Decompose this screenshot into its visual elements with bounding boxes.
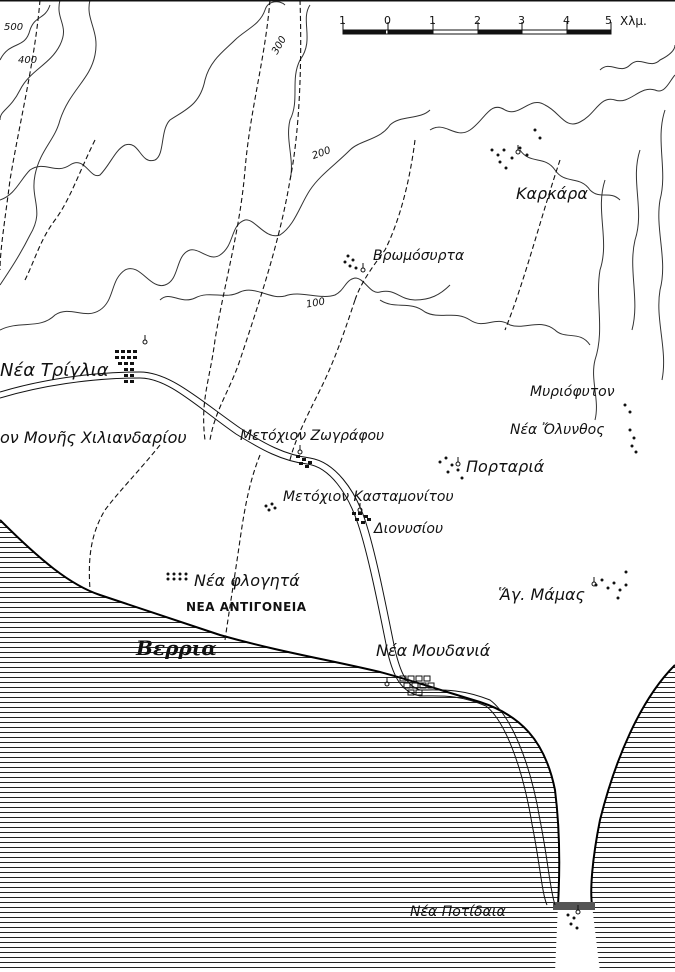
- contour-label-400: 400: [18, 55, 38, 66]
- label-myriofyton: Μυριόφυτον: [530, 384, 615, 400]
- scale-tick-label: 0: [384, 14, 391, 27]
- label-nea-moudania: Νέα Μουδανιά: [376, 641, 491, 660]
- tracks: [0, 0, 561, 641]
- coastline-east: [590, 664, 675, 906]
- label-nea-triglia: Νέα Τρίγλια: [0, 360, 109, 381]
- contours: [0, 0, 675, 421]
- scale-tick-label: 5: [605, 14, 612, 27]
- label-vromosyrta: Βρωμόσυρτα: [373, 248, 465, 264]
- scale-bar: [0, 0, 675, 35]
- village-moudania: [399, 675, 435, 696]
- village-kastamonitou: [352, 512, 371, 524]
- villages: [115, 128, 638, 930]
- scale-unit: Χλμ.: [620, 14, 647, 28]
- scale-tick-label: 4: [563, 14, 570, 27]
- label-ag-mamas: Ἅγ. Μάμας: [498, 585, 585, 604]
- label-metochion-kastamonitou: Μετόχιον Κασταμονίτου: [283, 489, 454, 505]
- label-dionysiou: Διονυσίου: [374, 521, 444, 537]
- village-zografou: [296, 455, 312, 468]
- village-small-dots: [166, 128, 638, 930]
- label-portaria: Πορταριά: [466, 457, 545, 476]
- label-verria: Βερρια: [136, 636, 217, 660]
- label-karkara: Καρκάρα: [516, 184, 588, 203]
- canal: [553, 902, 595, 910]
- label-metochion-chiliandariou: ον Μονῆς Χιλιανδαρίου: [0, 428, 187, 447]
- sea-east: [591, 665, 675, 972]
- main-road: [0, 371, 556, 906]
- scale-tick-label: 2: [474, 14, 481, 27]
- contour-label-500: 500: [4, 22, 24, 33]
- village-nea-triglia: [115, 350, 137, 383]
- label-nea-flogita: Νέα φλογητά: [194, 571, 300, 590]
- scale-tick-label: 1: [429, 14, 436, 27]
- church-symbols: [142, 145, 597, 915]
- label-nea-olynthos: Νέα Ὄλυνθος: [510, 422, 605, 438]
- coastline-west: [0, 519, 561, 906]
- label-nea-poteidaia: Νέα Ποτίδαια: [410, 904, 506, 920]
- scale-tick-label: 1: [339, 14, 346, 27]
- label-metochion-zografou: Μετόχιον Ζωγράφου: [240, 428, 385, 444]
- sea-gulf: [0, 520, 560, 972]
- label-nea-antigoneia: ΝΕΑ ΑΝΤΙΓΟΝΕΙΑ: [186, 600, 307, 614]
- scale-tick-label: 3: [518, 14, 525, 27]
